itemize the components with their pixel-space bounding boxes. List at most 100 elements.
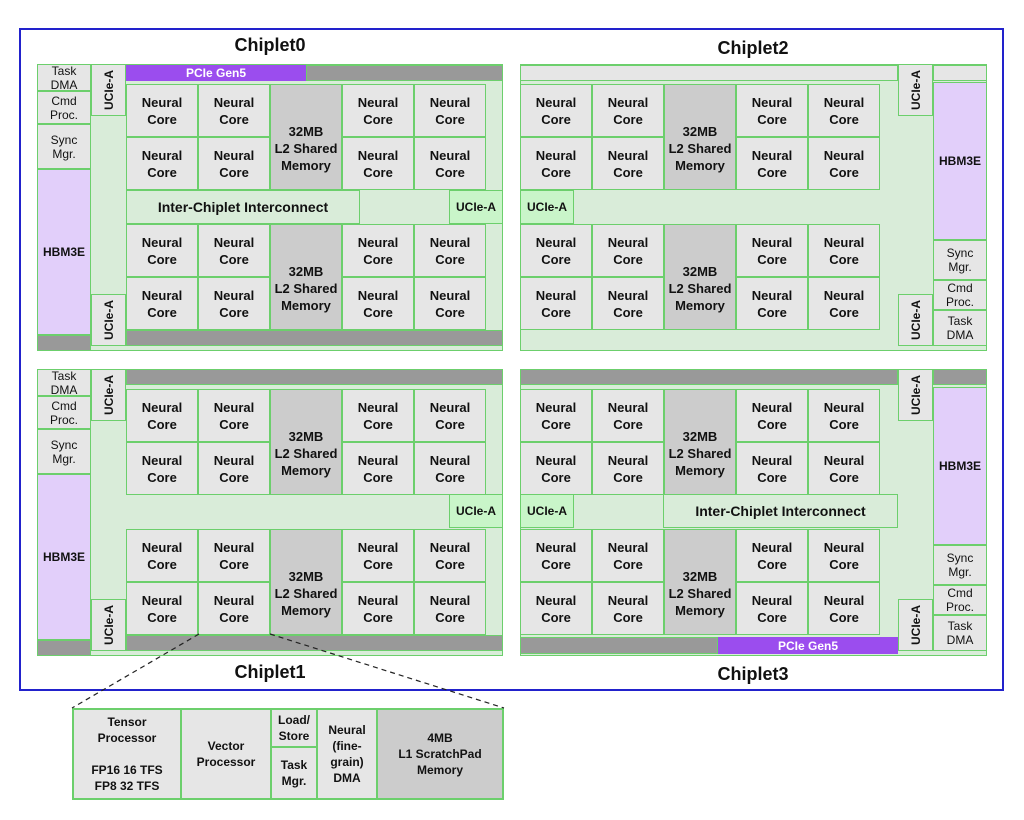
neural-core: Neural Core (198, 389, 270, 442)
neural-core: Neural Core (736, 529, 808, 582)
neural-core: Neural Core (126, 442, 198, 495)
neural-core: Neural Core (342, 582, 414, 635)
l2-shared-memory: 32MB L2 Shared Memory (664, 84, 736, 190)
ucie-a-port-vertical: UCIe-A (91, 369, 126, 421)
neural-core: Neural Core (808, 137, 880, 190)
ucie-a-port-vertical: UCIe-A (91, 294, 126, 346)
ucie-a-port-vertical: UCIe-A (91, 599, 126, 651)
neural-core: Neural Core (808, 582, 880, 635)
neural-core: Neural Core (808, 224, 880, 277)
ucie-a-port-vertical: UCIe-A (898, 64, 933, 116)
hbm3e-stack: HBM3E (933, 387, 987, 545)
sync-manager: Sync Mgr. (933, 240, 987, 280)
neural-core: Neural Core (198, 529, 270, 582)
neural-core: Neural Core (126, 224, 198, 277)
neural-core: Neural Core (342, 529, 414, 582)
neural-core: Neural Core (342, 224, 414, 277)
neural-core: Neural Core (592, 277, 664, 330)
ucie-a-port: UCIe-A (449, 494, 503, 528)
bottom-bar (37, 640, 91, 656)
ucie-a-port-vertical: UCIe-A (898, 294, 933, 346)
neural-core: Neural Core (736, 84, 808, 137)
ucie-a-port: UCIe-A (520, 190, 574, 224)
neural-core: Neural Core (736, 277, 808, 330)
neural-core: Neural Core (126, 529, 198, 582)
neural-core: Neural Core (126, 84, 198, 137)
neural-core: Neural Core (126, 277, 198, 330)
ucie-a-port: UCIe-A (449, 190, 503, 224)
l2-shared-memory: 32MB L2 Shared Memory (664, 224, 736, 330)
neural-core: Neural Core (520, 389, 592, 442)
neural-core: Neural Core (414, 277, 486, 330)
l2-shared-memory: 32MB L2 Shared Memory (270, 389, 342, 495)
neural-core: Neural Core (520, 442, 592, 495)
neural-core: Neural Core (198, 84, 270, 137)
neural-core: Neural Core (126, 137, 198, 190)
neural-core: Neural Core (342, 389, 414, 442)
neural-core: Neural Core (198, 137, 270, 190)
top-bar (126, 369, 503, 385)
sync-manager: Sync Mgr. (37, 429, 91, 474)
bottom-bar (520, 637, 718, 654)
neural-core: Neural Core (592, 582, 664, 635)
l1-scratchpad-memory: 4MB L1 ScratchPad Memory (377, 709, 503, 799)
neural-core: Neural Core (198, 277, 270, 330)
neural-core: Neural Core (126, 582, 198, 635)
package-outline (19, 28, 1004, 691)
cmd-processor: Cmd Proc. (37, 396, 91, 429)
hbm3e-stack: HBM3E (933, 82, 987, 240)
cmd-processor: Cmd Proc. (37, 91, 91, 124)
neural-core: Neural Core (736, 442, 808, 495)
load-store-unit: Load/ Store (271, 709, 317, 747)
top-bar (306, 65, 503, 81)
neural-core: Neural Core (342, 442, 414, 495)
ucie-a-port: UCIe-A (520, 494, 574, 528)
neural-core: Neural Core (592, 442, 664, 495)
chiplet0-title: Chiplet0 (234, 35, 306, 55)
task-dma: Task DMA (37, 369, 91, 397)
neural-core: Neural Core (808, 277, 880, 330)
chiplet3-title: Chiplet3 (717, 664, 789, 684)
neural-core: Neural Core (736, 389, 808, 442)
task-dma: Task DMA (933, 310, 987, 346)
cmd-processor: Cmd Proc. (933, 585, 987, 615)
inter-chiplet-interconnect: Inter-Chiplet Interconnect (663, 494, 898, 528)
tensor-processor: Tensor Processor FP16 16 TFS FP8 32 TFS (73, 709, 181, 799)
bottom-bar (37, 335, 91, 351)
neural-core: Neural Core (342, 84, 414, 137)
neural-core: Neural Core (520, 84, 592, 137)
chiplet1-title: Chiplet1 (234, 662, 306, 682)
neural-core: Neural Core (414, 529, 486, 582)
neural-core: Neural Core (592, 529, 664, 582)
hbm3e-stack: HBM3E (37, 169, 91, 335)
neural-core: Neural Core (414, 582, 486, 635)
top-bar (933, 65, 987, 81)
neural-core: Neural Core (736, 582, 808, 635)
neural-core: Neural Core (520, 277, 592, 330)
neural-core: Neural Core (736, 137, 808, 190)
neural-core-detail: Tensor Processor FP16 16 TFS FP8 32 TFS … (72, 708, 504, 800)
inter-chiplet-interconnect: Inter-Chiplet Interconnect (126, 190, 360, 224)
l2-shared-memory: 32MB L2 Shared Memory (664, 529, 736, 635)
pcie-gen5-port: PCIe Gen5 (126, 65, 306, 81)
l2-shared-memory: 32MB L2 Shared Memory (270, 529, 342, 635)
ucie-a-port-vertical: UCIe-A (898, 599, 933, 651)
task-manager: Task Mgr. (271, 747, 317, 799)
pcie-gen5-port: PCIe Gen5 (718, 637, 898, 654)
neural-core: Neural Core (414, 224, 486, 277)
hbm3e-stack: HBM3E (37, 474, 91, 640)
bottom-bar (126, 330, 503, 346)
neural-core: Neural Core (736, 224, 808, 277)
neural-core: Neural Core (342, 277, 414, 330)
task-dma: Task DMA (933, 615, 987, 651)
neural-core: Neural Core (520, 137, 592, 190)
neural-core: Neural Core (808, 84, 880, 137)
top-bar (520, 369, 898, 385)
neural-core: Neural Core (414, 84, 486, 137)
sync-manager: Sync Mgr. (933, 545, 987, 585)
fine-grain-dma: Neural (fine- grain) DMA (317, 709, 377, 799)
neural-core: Neural Core (808, 529, 880, 582)
l2-shared-memory: 32MB L2 Shared Memory (270, 84, 342, 190)
neural-core: Neural Core (520, 582, 592, 635)
neural-core: Neural Core (520, 529, 592, 582)
